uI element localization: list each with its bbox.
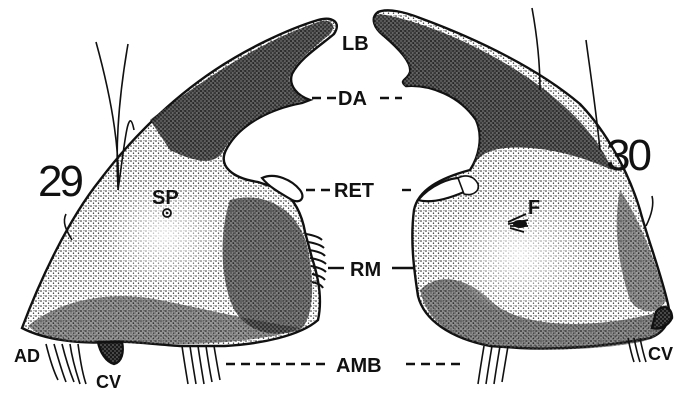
label-sp: SP [152,187,179,209]
figure-number-30: 30 [606,131,650,180]
left-amb-hairs [182,346,220,384]
right-amb-hairs [478,346,508,384]
label-cv-right: CV [648,344,673,364]
right-light-area [450,195,590,315]
label-lb: LB [342,33,369,55]
right-dorsal-ridge [373,14,612,170]
left-dorsal-ridge [150,21,333,161]
left-adductor-hairs [46,344,86,384]
label-amb: AMB [336,355,382,377]
right-seta-small [646,196,653,226]
label-ad: AD [14,346,40,366]
label-da: DA [338,88,367,110]
right-mandible [373,8,672,384]
left-condyle [98,342,123,364]
label-ret: RET [334,180,374,202]
label-rm: RM [350,259,381,281]
label-cv-left: CV [96,372,121,392]
label-f: F [528,197,540,219]
figure-number-29: 29 [38,157,82,206]
